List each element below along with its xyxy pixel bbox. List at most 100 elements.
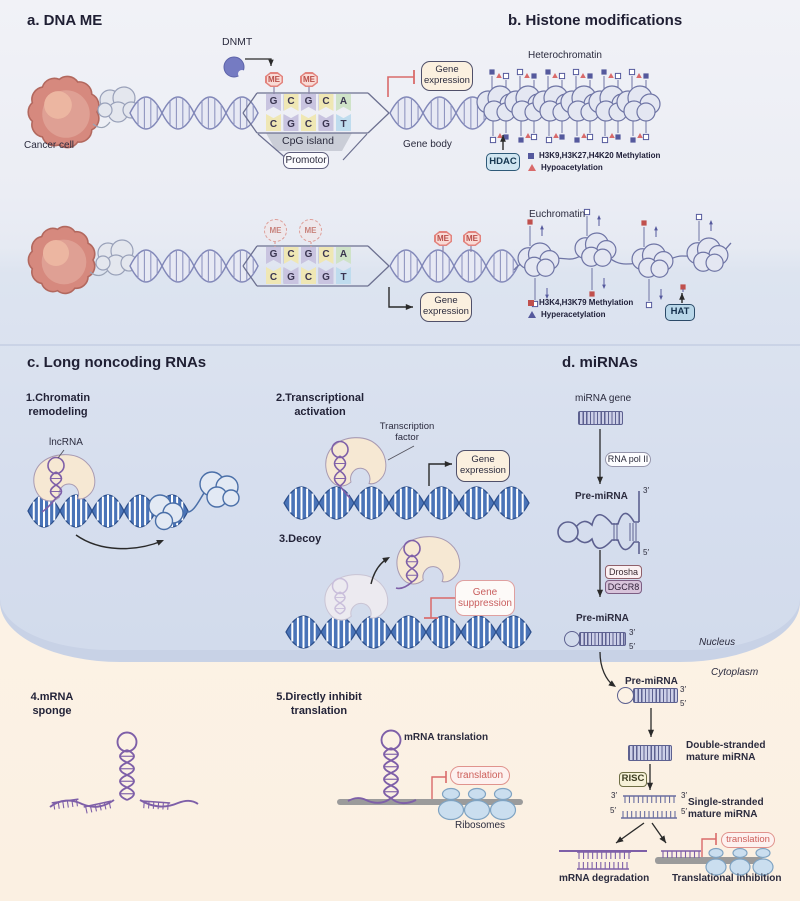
legend-label: H3K9,H3K27,H4K20 Methylation (539, 151, 661, 160)
panel-d-title: d. miRNAs (562, 354, 638, 371)
lncrna-label: lncRNA (49, 437, 83, 448)
five-prime-label: 5′ (680, 699, 686, 708)
transcription-factor-label: Transcription factor (379, 421, 435, 444)
gene-expression-box: Gene expression (420, 292, 472, 322)
ds-mature-mirna-label: Double-stranded mature miRNA (686, 740, 766, 763)
me-label: ME (266, 73, 282, 86)
me-label: ME (464, 232, 480, 245)
five-prime-label: 5′ (643, 548, 649, 557)
base-C: C (266, 114, 281, 131)
risc-box: RISC (619, 772, 647, 787)
five-prime-label: 5′ (629, 642, 635, 651)
base-C: C (318, 94, 334, 111)
heterochromatin-legend: H3K9,H3K27,H4K20 Methylation Hypoacetyla… (528, 151, 660, 175)
legend-label: Hypoacetylation (541, 163, 603, 172)
translation-box: translation (721, 832, 775, 848)
nucleus-label: Nucleus (699, 637, 736, 648)
dgcr8-box: DGCR8 (605, 580, 642, 594)
heterochromatin-label: Heterochromatin (528, 50, 602, 61)
drosha-box: Drosha (605, 565, 642, 579)
ribosomes-label: Ribosomes (455, 820, 506, 831)
mrna-degradation-label: mRNA degradation (559, 873, 650, 884)
item1-heading: 1.Chromatin remodeling (25, 392, 91, 418)
base-C: C (283, 94, 299, 111)
base-C: C (266, 267, 281, 284)
cytoplasm-label: Cytoplasm (711, 667, 759, 678)
methylation-square-icon (528, 152, 534, 159)
gene-suppression-box: Gene suppression (455, 580, 515, 616)
base-G: G (318, 267, 334, 284)
acetylation-triangle-icon (528, 164, 536, 171)
mrna-bar (337, 799, 523, 805)
base-T: T (336, 114, 351, 131)
base-G: G (318, 114, 334, 131)
euchromatin-legend: H3K4,H3K79 Methylation Hyperacetylation (528, 298, 633, 322)
base-G: G (301, 247, 316, 264)
legend-row: Hyperacetylation (528, 310, 633, 319)
legend-row: H3K4,H3K79 Methylation (528, 298, 633, 307)
pre-mirna-stem (579, 632, 626, 646)
five-prime-label: 5′ (681, 807, 687, 816)
base-G: G (283, 114, 299, 131)
base-G: G (301, 94, 316, 111)
hdac-box: HDAC (486, 153, 520, 171)
base-C: C (283, 247, 299, 264)
legend-label: H3K4,H3K79 Methylation (539, 298, 634, 307)
ds-mature-mirna-bar (628, 745, 672, 761)
methyl-group-badge: ME (434, 231, 452, 246)
mrna-translation-label: mRNA translation (404, 732, 489, 743)
base-T: T (336, 267, 351, 284)
mirna-gene-dna-bar (578, 411, 623, 425)
base-C: C (301, 267, 316, 284)
base-A: A (336, 247, 351, 264)
pre-mirna-label: Pre-miRNA (576, 613, 629, 624)
rna-pol-box: RNA pol II (605, 452, 651, 467)
nucleus-region (0, 0, 800, 650)
mrna-bar (655, 857, 763, 864)
gene-expression-box: Gene expression (456, 450, 510, 482)
translation-box: translation (450, 766, 510, 785)
pre-mirna-label: Pre-miRNA (575, 491, 628, 502)
legend-label: Hyperacetylation (541, 310, 606, 319)
methylation-square-icon (528, 299, 534, 306)
me-label: ME (304, 226, 317, 235)
base-G: G (266, 247, 281, 264)
item3-heading: 3.Decoy (279, 533, 322, 545)
translational-inhibition-label: Translational inhibition (672, 873, 782, 884)
gene-body-label: Gene body (403, 139, 452, 150)
panel-b-title: b. Histone modifications (508, 12, 683, 29)
euchromatin-label: Euchromatin (529, 209, 586, 220)
legend-row: Hypoacetylation (528, 163, 660, 172)
mirna-gene-label: miRNA gene (575, 393, 632, 404)
cancer-cell-label: Cancer cell (24, 140, 75, 151)
pre-mirna-stem (633, 688, 678, 703)
acetylation-triangle-icon (528, 311, 536, 318)
base-C: C (318, 247, 334, 264)
pre-mirna-label: Pre-miRNA (625, 676, 678, 687)
me-label: ME (435, 232, 451, 245)
item4-heading: 4.mRNA sponge (30, 691, 74, 717)
five-prime-label: 5′ (610, 806, 616, 815)
legend-row: H3K9,H3K27,H4K20 Methylation (528, 151, 660, 160)
cpg-island-label: CpG island (282, 135, 334, 147)
panel-c-title: c. Long noncoding RNAs (27, 354, 207, 371)
item5-heading: 5.Directly inhibit translation (276, 691, 362, 717)
hat-box: HAT (665, 304, 695, 321)
section-divider (0, 344, 800, 346)
me-label: ME (269, 226, 282, 235)
promotor-box: Promotor (283, 152, 329, 169)
methyl-group-badge: ME (463, 231, 481, 246)
unmethylated-badge: ME (264, 219, 287, 242)
three-prime-label: 3′ (680, 685, 686, 694)
base-G: G (266, 94, 281, 111)
me-label: ME (301, 73, 317, 86)
gene-expression-box: Gene expression (421, 61, 473, 91)
base-G: G (283, 267, 299, 284)
pre-mirna-loop (617, 687, 634, 704)
three-prime-label: 3′ (629, 628, 635, 637)
